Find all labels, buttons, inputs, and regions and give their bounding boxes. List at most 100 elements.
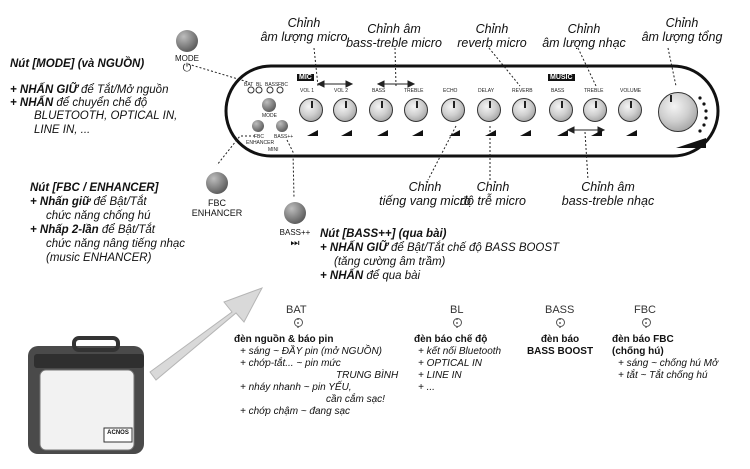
mode-line-3: BLUETOOTH, OPTICAL IN,	[34, 110, 178, 122]
panel-fbc-enhancer-label: FBC ENHANCER	[246, 134, 275, 146]
bass-line-3-rest: để qua bài	[363, 270, 421, 282]
knob-reverb[interactable]	[512, 98, 536, 122]
indicator-bl-line-2: + OPTICAL IN	[418, 358, 483, 369]
indicator-bat-line-1: + sáng ~ ĐẦY pin (mở NGUỒN)	[240, 346, 383, 357]
fbc-button-label-2: ENHANCER	[191, 208, 243, 218]
knob-label-mic-treble: TREBLE	[404, 88, 424, 94]
knob-delay[interactable]	[477, 98, 501, 122]
ramp-icon	[377, 130, 388, 136]
bass-line-2: (tăng cường âm trầm)	[334, 256, 446, 268]
indicator-bl-line-3: + LINE IN	[418, 370, 462, 381]
knob-vol2[interactable]	[333, 98, 357, 122]
indicator-bl-line-4: + ...	[418, 382, 435, 393]
knob-mic-bass[interactable]	[369, 98, 393, 122]
indicator-fbc-line-1: + sáng ~ chống hú Mở	[618, 358, 718, 369]
mode-line-1-bold: + NHẤN GIỮ	[10, 84, 78, 96]
mic-tag: MIC	[297, 74, 314, 81]
mode-button-label: MODE	[175, 54, 199, 63]
mode-line-2-rest: để chuyển chế độ	[53, 97, 148, 109]
mode-line-2-bold: + NHẤN	[10, 97, 54, 109]
ramp-icon	[412, 130, 423, 136]
indicator-bat-tag: BAT	[286, 304, 307, 316]
pointer-arrow	[149, 287, 264, 381]
indicator-fbc-title-2: (chống hú)	[612, 346, 664, 357]
power-icon: ⏻	[182, 62, 192, 74]
indicator-fbc-title-1: đèn báo FBC	[612, 334, 674, 345]
panel-fbc-button[interactable]	[252, 120, 264, 132]
ramp-icon	[626, 130, 637, 136]
knob-label-music-bass: BASS	[551, 88, 565, 94]
fbc-line-5: (music ENHANCER)	[46, 252, 152, 264]
panel-mode-button[interactable]	[262, 98, 276, 112]
fbc-line-1: + Nhấn giữ để Bật/Tắt	[30, 196, 147, 209]
knob-music-bass[interactable]	[549, 98, 573, 122]
indicator-bl-tag: BL	[450, 304, 464, 316]
bass-line-1-bold: + NHẤN GIỮ	[320, 242, 388, 254]
ramp-icon	[591, 130, 602, 136]
speaker-badge: ACNOS	[107, 430, 129, 436]
ramp-icon	[307, 130, 318, 136]
mode-line-4: LINE IN, ...	[34, 124, 91, 136]
mode-line-1-rest: để Tắt/Mở nguồn	[77, 84, 169, 96]
mode-title: Nút [MODE] (và NGUỒN)	[10, 58, 145, 70]
indicator-fbc-tag: FBC	[634, 304, 656, 316]
indicator-fbc-dot	[642, 318, 651, 327]
knob-label-mic-bass: BASS	[372, 88, 386, 94]
knob-master-volume[interactable]	[658, 92, 698, 132]
knob-music-volume[interactable]	[618, 98, 642, 122]
fbc-line-1-rest: để Bật/Tắt	[90, 196, 147, 208]
fbc-button[interactable]	[206, 172, 228, 194]
annotation-music-volume: Chỉnh âm lượng nhạc	[542, 22, 626, 50]
panel-bat-label: BAT	[244, 82, 254, 88]
knob-label-delay: DELAY	[478, 88, 495, 94]
annotation-delay: Chỉnh độ trễ micro	[460, 180, 526, 208]
indicator-bat-line-4: + nháy nhanh ~ pin YẾU,	[240, 382, 352, 393]
panel-mini-label: MINI	[268, 147, 279, 153]
annotation-echo: Chỉnh tiếng vang micro	[379, 180, 471, 208]
ramp-icon	[341, 130, 352, 136]
fbc-line-3-rest: để Bật/Tắt	[98, 224, 155, 236]
fbc-button-label-1: FBC	[208, 198, 226, 208]
panel-fbc-label: FBC	[278, 82, 288, 88]
fbc-line-2: chức năng chống hú	[46, 210, 151, 222]
speaker-illustration	[28, 336, 144, 454]
bass-line-1-rest: để Bật/Tắt chế độ BASS BOOST	[387, 242, 560, 254]
indicator-bl-dot	[453, 318, 462, 327]
panel-bass-label: BASS	[265, 82, 279, 88]
indicator-bass-dot	[556, 318, 565, 327]
next-track-icon: ⏭	[290, 238, 300, 249]
knob-label-reverb: REVERB	[512, 88, 533, 94]
mode-button[interactable]	[176, 30, 198, 52]
knob-label-vol2: VOL 2	[334, 88, 348, 94]
indicator-bl-title: đèn báo chế độ	[414, 334, 488, 345]
fbc-line-3: + Nhấp 2-lần để Bật/Tắt	[30, 224, 155, 237]
indicator-fbc-line-2: + tắt ~ Tắt chống hú	[618, 370, 708, 381]
annotation-music-bass-treble: Chỉnh âm bass-treble nhạc	[561, 180, 655, 208]
fbc-line-3-bold: + Nhấp 2-lần	[30, 224, 99, 236]
knob-label-echo: ECHO	[443, 88, 458, 94]
knob-mic-treble[interactable]	[404, 98, 428, 122]
bass-line-3-bold: + NHẤN	[320, 270, 364, 282]
knob-music-treble[interactable]	[583, 98, 607, 122]
knob-vol1[interactable]	[299, 98, 323, 122]
panel-bl-label: BL	[256, 82, 263, 88]
bass-line-1: + NHẤN GIỮ để Bật/Tắt chế độ BASS BOOST	[320, 242, 559, 255]
indicator-bat-title: đèn nguồn & báo pin	[234, 334, 334, 345]
indicator-bass-tag: BASS	[545, 304, 575, 316]
ramp-icon	[449, 130, 460, 136]
bass-plus-button[interactable]	[284, 202, 306, 224]
indicator-bat-line-5: cần cắm sạc!	[326, 394, 385, 405]
indicator-bat-line-6: + chớp chậm ~ đang sạc	[240, 406, 350, 417]
panel-bass-button[interactable]	[276, 120, 288, 132]
bass-plus-button-label: BASS++	[279, 228, 311, 237]
mode-line-2: + NHẤN để chuyển chế độ	[10, 97, 147, 110]
mode-line-1: + NHẤN GIỮ để Tắt/Mở nguồn	[10, 84, 168, 97]
knob-label-music-treble: TREBLE	[584, 88, 604, 94]
knob-echo[interactable]	[441, 98, 465, 122]
ramp-icon	[557, 130, 568, 136]
bass-line-3: + NHẤN để qua bài	[320, 270, 420, 283]
bass-title: Nút [BASS++] (qua bài)	[320, 228, 447, 240]
indicator-bat-line-2: + chớp-tắt... ~ pin mức	[240, 358, 341, 369]
knob-label-vol1: VOL 1	[300, 88, 314, 94]
indicator-bl-line-1: + kết nối Bluetooth	[418, 346, 502, 357]
